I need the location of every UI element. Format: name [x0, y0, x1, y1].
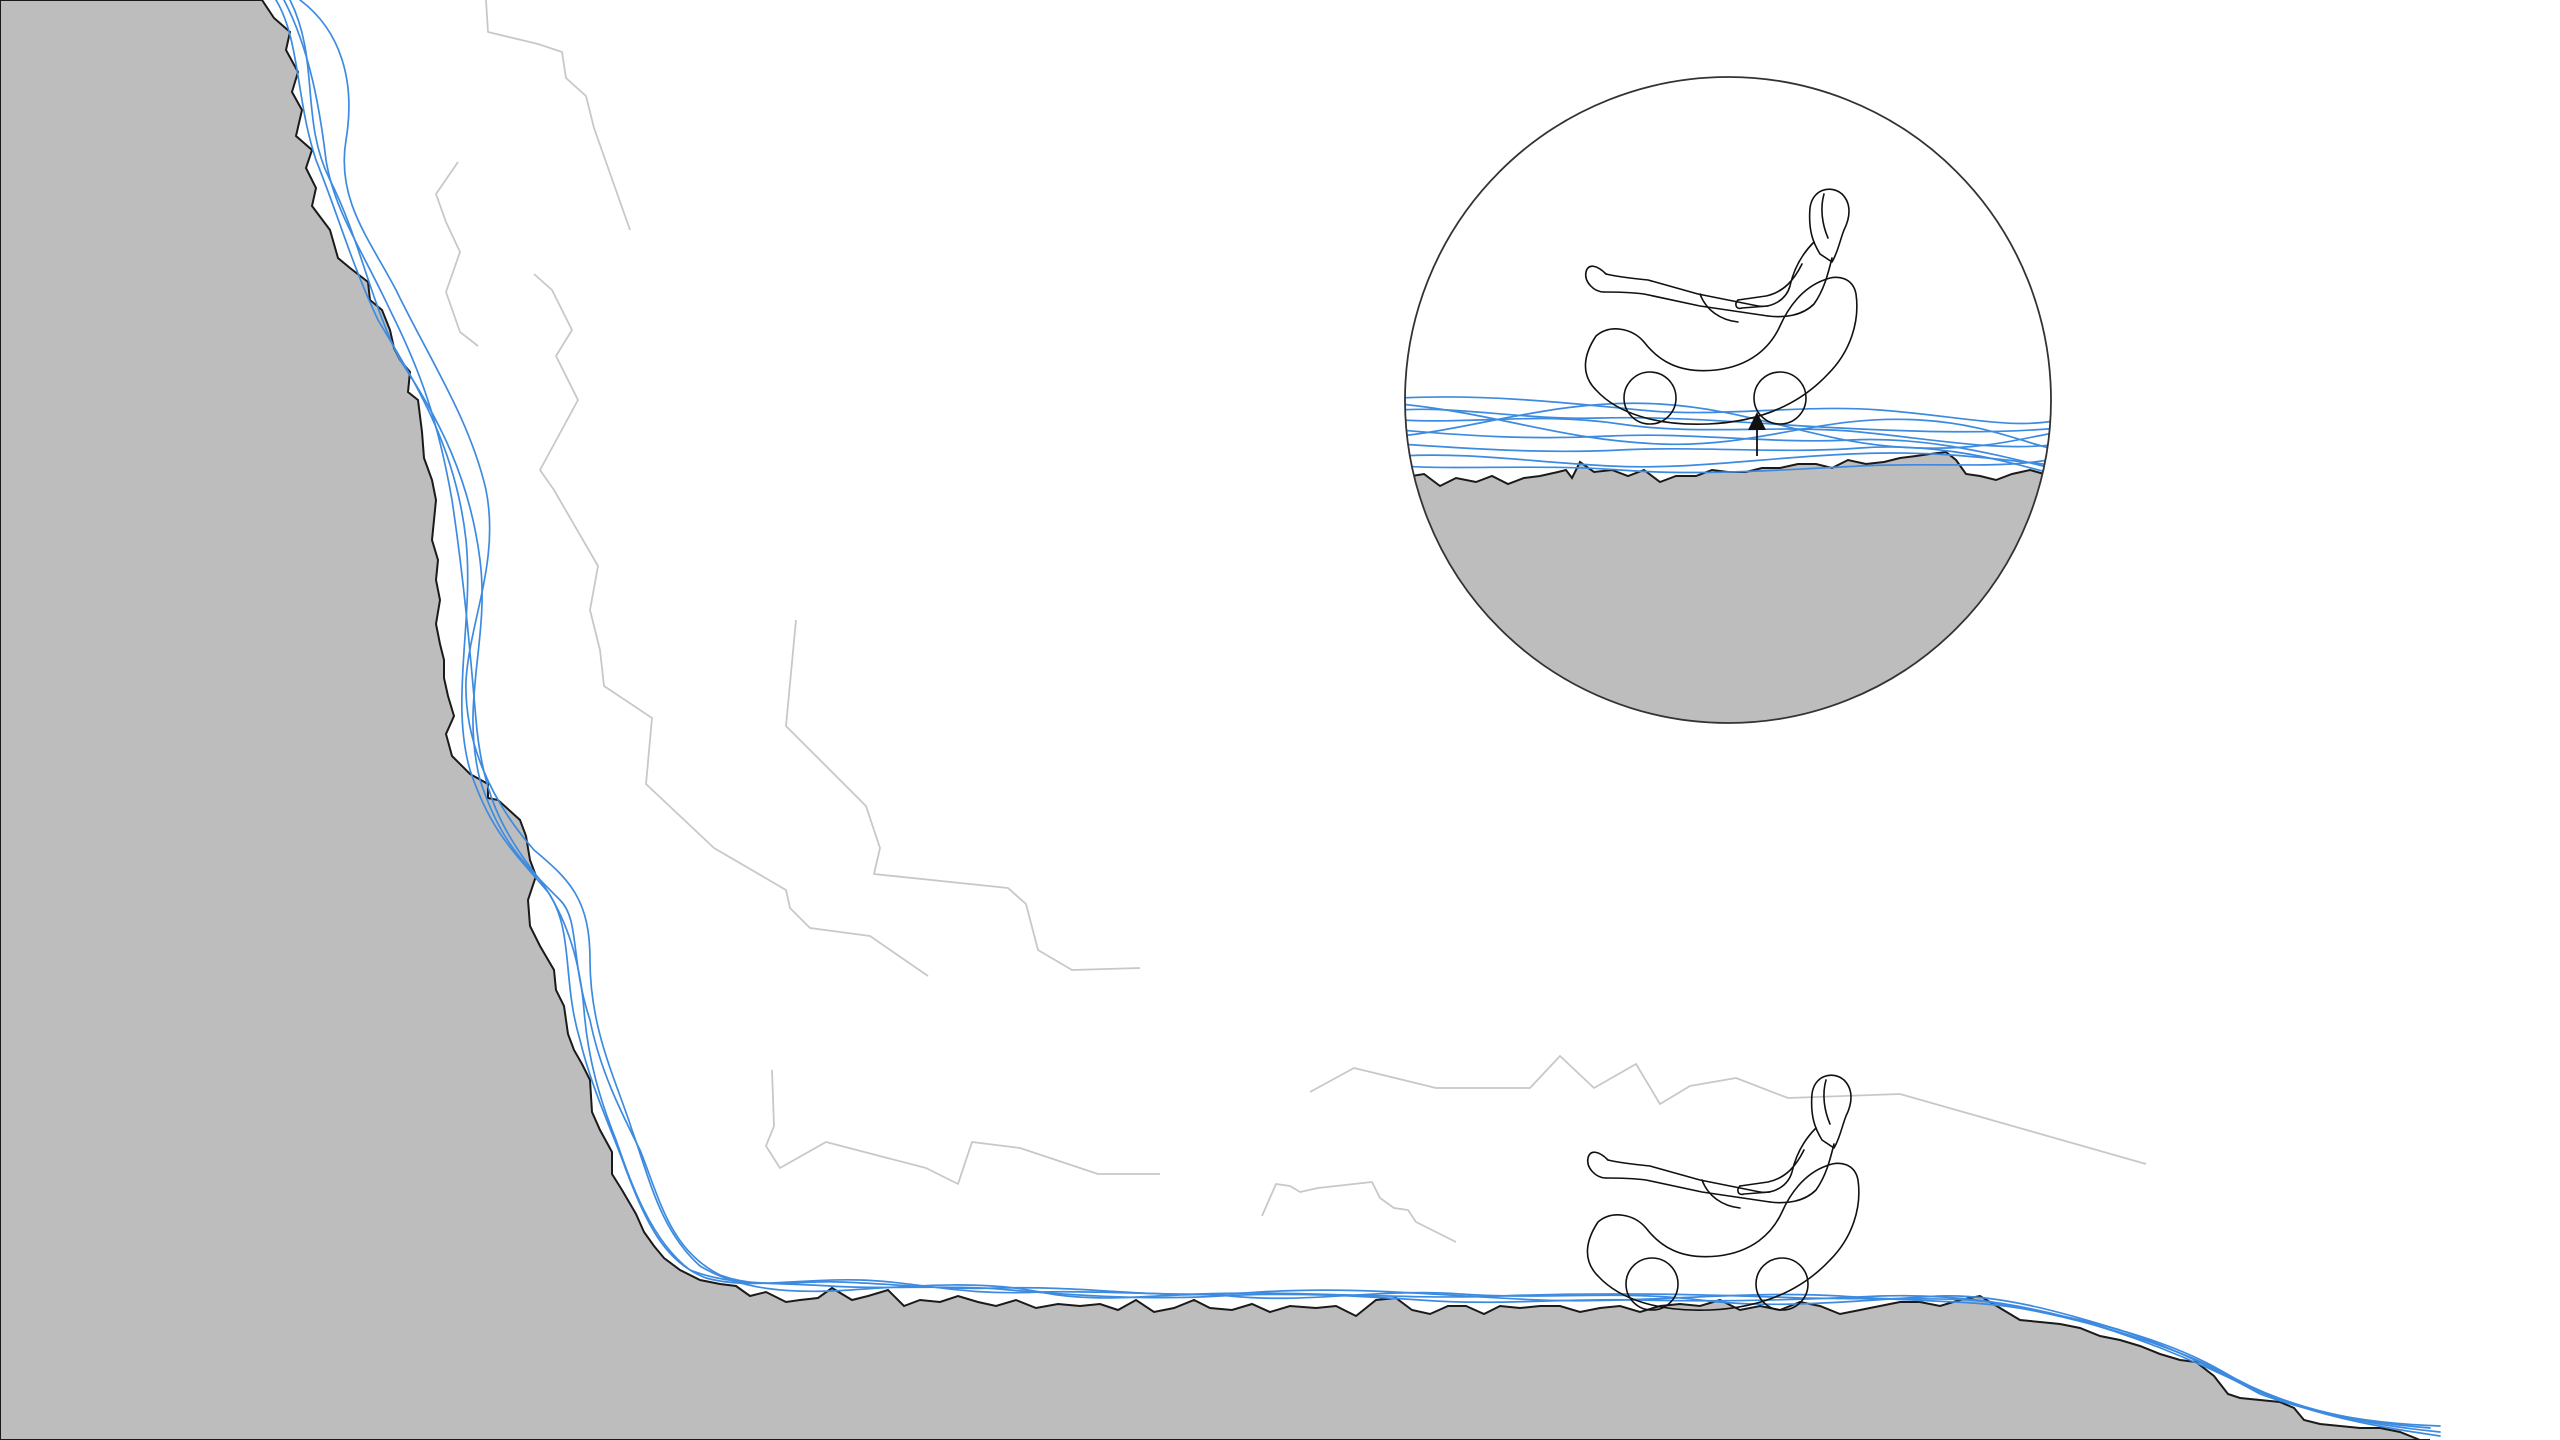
detail-magnifier: [1400, 70, 2060, 730]
person-in-floating-chair-icon: [1587, 1075, 1858, 1310]
detail-terrain: [1400, 452, 2060, 730]
terrain-slope: [0, 0, 2430, 1440]
